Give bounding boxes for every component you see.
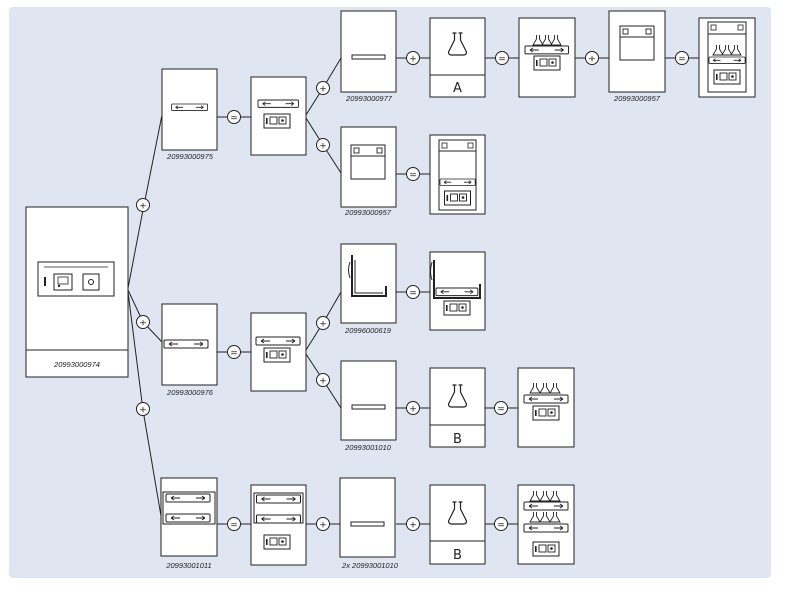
svg-text:+: + [588, 55, 596, 65]
equals-operator: = [406, 285, 420, 299]
operators: + + + = + + + = + = = = + + = + = = + + … [136, 51, 689, 531]
equals-operator: = [494, 401, 508, 415]
svg-text:+: + [139, 202, 147, 212]
svg-text:=: = [497, 405, 505, 415]
plus-operator: + [406, 517, 420, 531]
svg-text:+: + [319, 320, 327, 330]
svg-text:+: + [139, 406, 147, 416]
svg-text:=: = [678, 55, 686, 65]
rail-bottom-card: 20993001011 [160, 477, 218, 570]
bar-bottom-card: 2x 20993001010 [339, 477, 399, 570]
equals-operator: = [227, 110, 241, 124]
bar-a-card: 20993000977 [340, 10, 397, 103]
plus-operator: + [316, 138, 330, 152]
equals-operator: = [227, 345, 241, 359]
svg-text:+: + [319, 85, 327, 95]
rack-with-flasks-card [518, 17, 576, 98]
plus-operator: + [406, 401, 420, 415]
plus-operator: + [585, 51, 599, 65]
bracket-result-card [429, 251, 486, 331]
plus-operator: + [136, 198, 150, 212]
svg-text:=: = [230, 114, 238, 124]
bracket-card: 20996000619 [340, 243, 397, 335]
plus-operator: + [406, 51, 420, 65]
double-rack-result-card [517, 484, 575, 565]
flask-label: B [453, 432, 462, 447]
svg-text:=: = [409, 171, 417, 181]
part-number-label: 2x 20993001010 [341, 561, 399, 570]
flask-label: A [453, 81, 462, 96]
svg-text:=: = [230, 349, 238, 359]
equals-operator: = [675, 51, 689, 65]
part-number-label: 20993000977 [345, 94, 393, 103]
part-number-label: 20996000619 [344, 326, 392, 335]
rail-module-result-card [250, 76, 307, 156]
svg-text:=: = [409, 289, 417, 299]
part-number-label: 20993000957 [344, 208, 392, 217]
panel-module-result-card [429, 134, 486, 215]
svg-text:+: + [409, 55, 417, 65]
rack-b-result-card [517, 367, 575, 448]
part-number-label: 20993000974 [53, 360, 100, 369]
panel-mid-card: 20993000957 [340, 126, 397, 217]
equals-operator: = [495, 51, 509, 65]
part-number-label: 20993000976 [166, 388, 214, 397]
part-number-label: 20993001011 [165, 561, 211, 570]
equals-operator: = [494, 517, 508, 531]
plus-operator: + [316, 81, 330, 95]
svg-text:=: = [497, 521, 505, 531]
equals-operator: = [406, 167, 420, 181]
plus-operator: + [316, 517, 330, 531]
svg-text:+: + [319, 142, 327, 152]
svg-text:+: + [319, 521, 327, 531]
panel-a-card: 20993000957 [608, 10, 666, 103]
bar-b-card: 20993001010 [340, 360, 397, 452]
flask-a-card: A [429, 17, 486, 98]
part-number-label: 20993001010 [344, 443, 392, 452]
plus-operator: + [316, 316, 330, 330]
equals-operator: = [227, 517, 241, 531]
plus-operator: + [136, 315, 150, 329]
svg-text:+: + [409, 405, 417, 415]
svg-text:+: + [139, 319, 147, 329]
svg-text:+: + [319, 377, 327, 387]
plus-operator: + [136, 402, 150, 416]
complete-assembly-a-card [698, 17, 756, 98]
part-number-label: 20993000975 [166, 152, 214, 161]
rail-top-card: 20993000975 [161, 68, 218, 161]
part-number-label: 20993000957 [613, 94, 661, 103]
svg-text:+: + [409, 521, 417, 531]
flask-label: B [453, 548, 462, 563]
rail-mid-module-result-card [250, 312, 307, 392]
double-rail-module-result-card [250, 484, 307, 566]
rail-mid-card: 20993000976 [161, 303, 218, 397]
flask-b-card: B [429, 367, 486, 448]
svg-text:=: = [498, 55, 506, 65]
plus-operator: + [316, 373, 330, 387]
svg-text:=: = [230, 521, 238, 531]
flask-c-card: B [429, 484, 486, 565]
base-unit-card: 20993000974 [25, 206, 129, 378]
